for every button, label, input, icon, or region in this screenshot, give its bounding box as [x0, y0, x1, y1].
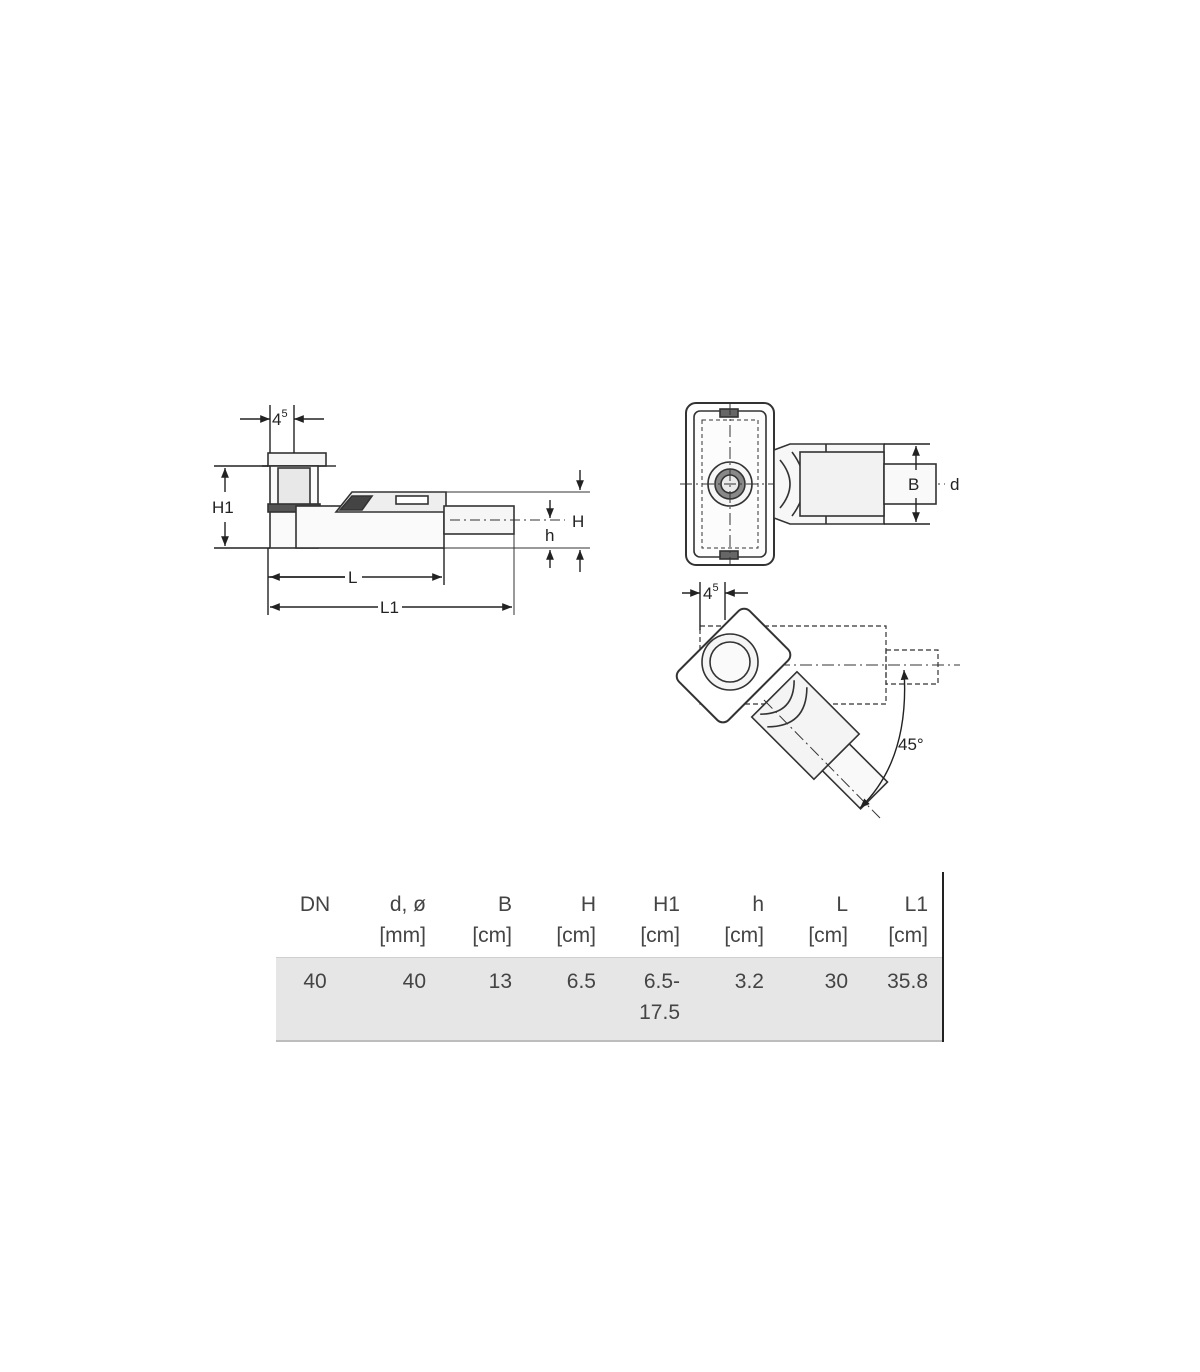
- column-header-name: d, ø: [389, 893, 426, 916]
- label-L1: L1: [380, 598, 399, 617]
- label-45-degrees: 45°: [898, 735, 924, 754]
- spec-table-header-row: DN d, ø [mm] B [cm] H [cm] H1 [cm] h [cm] L [cm] L1 [c…: [276, 872, 942, 958]
- side-view-dimensions: [214, 405, 584, 615]
- table-cell: 30: [778, 958, 862, 1042]
- cell-value: 6.5: [566, 970, 596, 993]
- table-cell: 40: [276, 958, 354, 1042]
- column-header-unit: [cm]: [640, 924, 680, 947]
- column-header-name: DN: [299, 893, 331, 916]
- table-cell: 6.5- 17.5: [610, 958, 694, 1042]
- column-header-name: H: [580, 893, 596, 916]
- table-cell: 35.8: [862, 958, 942, 1042]
- column-header: H1 [cm]: [610, 872, 694, 958]
- flange-cap: [267, 452, 327, 467]
- column-header: DN: [276, 872, 354, 958]
- column-header-name: L: [836, 893, 848, 916]
- column-header: h [cm]: [694, 872, 778, 958]
- rotated-view-dimensions: [682, 582, 909, 809]
- cell-value: 6.5-: [643, 970, 680, 993]
- column-header: H [cm]: [526, 872, 610, 958]
- label-4-5-rotated: 45: [703, 582, 719, 603]
- cell-value: 40: [303, 970, 327, 993]
- cell-value: 30: [824, 970, 848, 993]
- technical-drawing: 45 H1 H h L L1 B d: [212, 402, 960, 819]
- column-header-unit: [cm]: [472, 924, 512, 947]
- label-4-5-side: 45: [272, 408, 288, 429]
- column-header-name: B: [497, 893, 512, 916]
- side-view-drawing: [262, 452, 590, 615]
- rotated-view-labels: 45 45°: [703, 582, 924, 754]
- side-view-labels: 45 H1 H h L L1: [212, 408, 584, 617]
- spec-table-container: DN d, ø [mm] B [cm] H [cm] H1 [cm] h [cm] L [cm] L1 [c…: [276, 872, 944, 1042]
- spec-table-body: 40 40 13 6.5 6.5- 17.5 3.2 30 35.8: [276, 957, 942, 1042]
- table-right-border: [942, 872, 944, 1042]
- column-header: L1 [cm]: [862, 872, 942, 958]
- table-cell: 40: [354, 958, 440, 1042]
- table-row: 40 40 13 6.5 6.5- 17.5 3.2 30 35.8: [276, 957, 942, 1042]
- label-L: L: [348, 568, 357, 587]
- table-cell: 6.5: [526, 958, 610, 1042]
- top-view-labels: B d: [908, 475, 959, 494]
- label-h: h: [545, 526, 554, 545]
- column-header-unit: [mm]: [379, 924, 426, 947]
- top-view-drawing: [680, 402, 945, 566]
- cell-value: 35.8: [887, 970, 928, 993]
- column-header-unit: [cm]: [808, 924, 848, 947]
- column-header: d, ø [mm]: [354, 872, 440, 958]
- column-header: L [cm]: [778, 872, 862, 958]
- table-cell: 3.2: [694, 958, 778, 1042]
- cell-value: 13: [488, 970, 512, 993]
- table-cell: 13: [440, 958, 526, 1042]
- cell-value: 40: [402, 970, 426, 993]
- column-header-unit: [cm]: [556, 924, 596, 947]
- label-d: d: [950, 475, 959, 494]
- column-header-name: h: [752, 893, 764, 916]
- cell-value-continued: 17.5: [639, 1001, 680, 1024]
- cell-value: 3.2: [734, 970, 764, 993]
- angle-arc: [859, 669, 909, 809]
- column-header: B [cm]: [440, 872, 526, 958]
- rotated-view-drawing: [675, 607, 960, 819]
- label-h1: H1: [212, 498, 234, 517]
- top-view-dimensions: [884, 443, 930, 525]
- spec-table: DN d, ø [mm] B [cm] H [cm] H1 [cm] h [cm] L [cm] L1 [c…: [276, 872, 942, 1042]
- trap-body: [295, 505, 445, 549]
- column-header-name: L1: [904, 893, 928, 916]
- label-B: B: [908, 475, 919, 494]
- column-header-unit: [cm]: [724, 924, 764, 947]
- column-header-name: H1: [653, 893, 680, 916]
- column-header-unit: [cm]: [888, 924, 928, 947]
- label-H: H: [572, 512, 584, 531]
